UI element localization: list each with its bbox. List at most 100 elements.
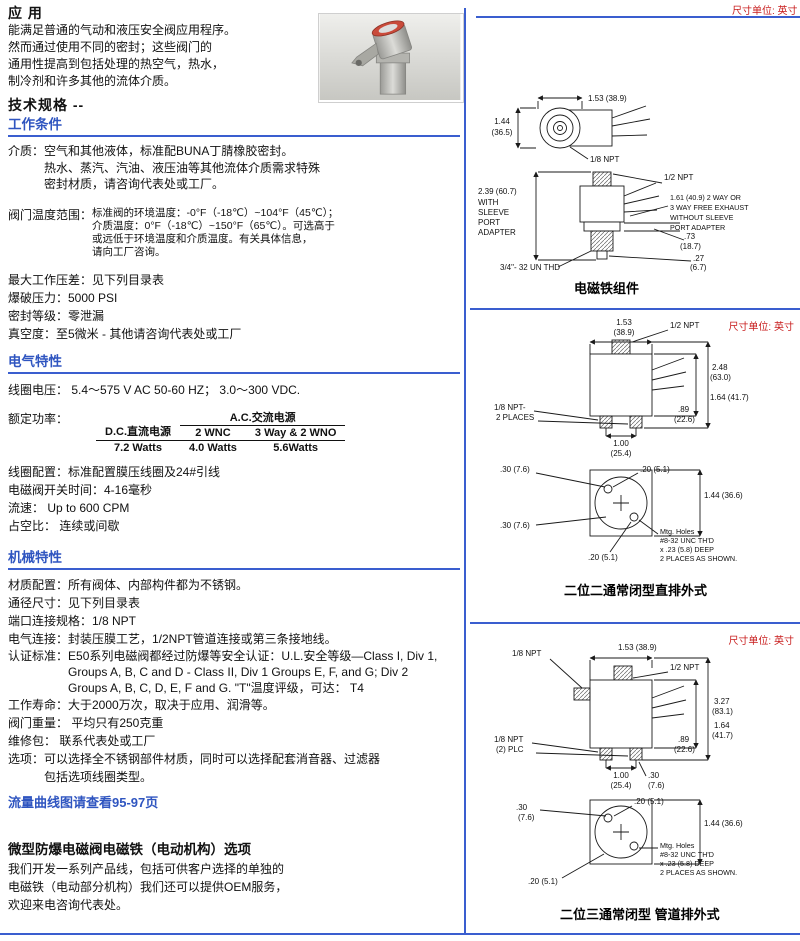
dim-label: (83.1) [712,707,733,716]
dim-label: .30 (7.6) [500,465,530,474]
note-label: 2 PLACES AS SHOWN. [660,554,737,563]
text-line: 标准阀的环境温度：-0°F（-18℃）~104°F（45℃）； [92,206,339,219]
dim-label: 2.39 (60.7) [478,187,517,196]
diagram-panel-solenoid-assembly: 1.53 (38.9) 1.44 (36.5) 1/8 NPT 2.39 (60… [472,20,800,306]
dim-label: .20 (5.1) [640,465,670,474]
application-paragraph: 能满足普通的气动和液压安全阀应用程序。 然而通过使用不同的密封；这些阀门的 通用… [8,22,308,90]
spec-item: 线圈配置：标准配置膜压线圈及24#引线 [8,464,221,479]
product-photo [318,13,464,103]
dim-label: 1.64 (41.7) [710,393,749,402]
electrical-items: 线圈配置：标准配置膜压线圈及24#引线 电磁阀开关时间：4-16毫秒 流速： U… [8,463,460,535]
diagram-caption: 电磁铁组件 [574,281,640,296]
text-line: Groups A, B, C, D, E, F and G. "T"温度评级，可… [68,680,364,695]
text-line: 介质：空气和其他液体，标准配BUNA丁腈橡胶密封。 [8,143,460,160]
note-label: x .23 (5.8) DEEP [660,545,714,554]
dim-label: (22.6) [674,415,695,424]
port-label: 1/8 NPT [590,155,619,164]
port-label: 1/2 NPT [664,173,693,182]
text-line: 认证标准：E50系列电磁阀都经过防爆等安全认证：U.L.安全等级—Class I… [8,648,460,664]
section-title-mechanical: 机械特性 [8,549,460,570]
note-label: x .23 (5.8) DEEP [660,859,714,868]
spec-item: 通径尺寸：见下列目录表 [8,595,141,610]
temperature-label: 阀门温度范围： [8,207,93,222]
port-label: (2) PLC [496,745,524,754]
dim-label: .27 [693,254,705,263]
section-title-application: 应 用 [8,5,43,21]
dim-label: (7.6) [648,781,665,790]
dim-label: 1.53 [616,318,632,327]
spec-item: 电气连接：封装压膜工艺，1/2NPT管道连接或第三条接地线。 [8,631,337,646]
dim-label: 1.64 [714,721,730,730]
dim-label: WITH [478,198,499,207]
spec-item: 包括选项线圈类型。 [44,769,153,784]
coil-voltage-line: 线圈电压： 5.4～575 V AC 50-60 HZ； 3.0～300 VDC… [8,382,301,397]
dim-label: ADAPTER [478,228,516,237]
dim-label: (18.7) [680,242,701,251]
text-line: 制冷剂和许多其他的流体介质。 [8,74,177,88]
spec-item: 材质配置：所有阀体、内部构件都为不锈钢。 [8,577,249,592]
text-line: 然而通过使用不同的密封；这些阀门的 [8,40,213,54]
top-rule [476,16,800,18]
medium-block: 介质：空气和其他液体，标准配BUNA丁腈橡胶密封。 热水、蒸汽、汽油、液压油等其… [8,143,460,193]
spec-item: 电磁阀开关时间：4-16毫秒 [8,482,153,497]
unit-note: 尺寸单位: 英寸 [728,636,794,647]
text-line: 我们开发一系列产品线，包括可供客户选择的单独的 [8,861,285,876]
spec-item: 选项：可以选择全不锈钢部件材质，同时可以选择配套消音器、过滤器 [8,751,381,766]
diagram-panel-three-way: 尺寸单位: 英寸 [472,626,800,932]
note-label: 2 PLACES AS SHOWN. [660,868,737,877]
table-header-3way: 3 Way & 2 WNO [245,425,346,441]
dim-label: .89 [678,405,690,414]
flow-curve-note: 流量曲线图请查看95-97页 [8,794,159,810]
dim-label: .30 (7.6) [500,521,530,530]
unit-note: 尺寸单位: 英寸 [732,6,798,17]
dim-label: (25.4) [611,781,632,790]
temperature-block: 阀门温度范围： 标准阀的环境温度：-0°F（-18℃）~104°F（45℃）； … [8,207,460,259]
micro-paragraph: 我们开发一系列产品线，包括可供客户选择的单独的 电磁铁（电动部分机构）我们还可以… [8,860,460,914]
panel-divider-2 [470,622,800,624]
dim-label: SLEEVE [478,208,509,217]
port-label: 1/2 NPT [670,663,699,672]
dim-label: (22.6) [674,745,695,754]
vertical-divider [464,8,466,934]
dim-label: .73 [684,232,696,241]
spec-item: 端口连接规格：1/8 NPT [8,613,137,628]
port-label: 2 PLACES [496,413,534,422]
spec-item: 工作寿命：大于2000万次，取决于应用、润滑等。 [8,697,275,712]
dim-label: 1.44 (36.6) [704,819,743,828]
rated-power-label: 额定功率： [8,411,69,426]
working-items: 最大工作压差：见下列目录表 爆破压力：5000 PSI 密封等级：零泄漏 真空度… [8,271,460,343]
table-header-ac: A.C.交流电源 [180,410,346,426]
table-value: 5.6Watts [273,441,319,454]
dim-label: 1.44 (36.6) [704,491,743,500]
spec-item: 维修包： 联系代表处或工厂 [8,733,156,748]
spec-item: 阀门重量： 平均只有250克重 [8,715,164,730]
dim-label: (25.4) [611,449,632,458]
spec-item: 最大工作压差：见下列目录表 [8,272,165,287]
spec-item: 密封等级：零泄漏 [8,308,105,323]
dim-label: PORT ADAPTER [670,223,725,232]
medium-label: 介质： [8,144,45,158]
text-line: Groups A, B, C and D - Class II, Div 1 G… [68,664,409,679]
dim-label: (38.9) [614,328,635,337]
dim-label: .30 [516,803,528,812]
valve-photo-illustration [319,14,461,100]
dim-label: 1.00 [613,771,629,780]
spec-item: 爆破压力：5000 PSI [8,290,118,305]
dim-label: (7.6) [518,813,535,822]
port-label: 1/8 NPT [512,649,541,658]
cert-line: E50系列电磁阀都经过防爆等安全认证：U.L.安全等级—Class I, Div… [68,648,438,663]
dim-label: (6.7) [690,263,707,272]
port-label: 1/8 NPT- [494,403,526,412]
dim-label: 1.53 (38.9) [588,94,627,103]
section-title-specs: 技术规格 -- [8,97,85,113]
dim-label: WITHOUT SLEEVE [670,213,734,222]
text-line: 介质温度：0°F（-18℃）~150°F（65℃）。可选高于 [92,219,335,232]
text-line: 欢迎来电咨询代表处。 [8,897,129,912]
diagram-caption: 二位二通常闭型直排外式 [564,583,708,598]
table-value: 4.0 Watts [189,441,237,454]
panel-divider-1 [470,308,800,310]
power-table: A.C.交流电源 D.C.直流电源 2 WNC 3 Way & 2 WNO 7.… [96,410,346,455]
diagram-panel-two-way: 尺寸单位: 英寸 [472,312,800,620]
note-label: #8-32 UNC TH'D [660,536,714,545]
